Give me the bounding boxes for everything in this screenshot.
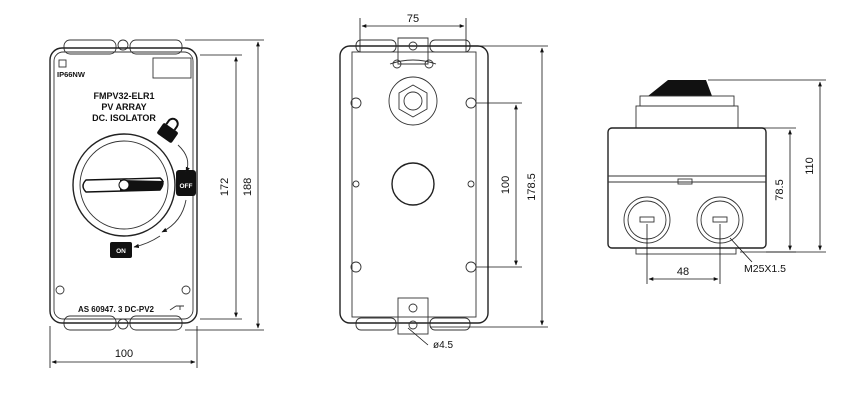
side-latch [677,178,693,185]
dim-100-text: 100 [500,176,512,194]
mount-hole-br [465,261,477,273]
dim-188-text: 188 [242,178,254,196]
top-mount-screw-left [392,59,402,69]
mount-hole-tr [465,97,477,109]
bottom-screw [117,318,129,330]
top-gland-left [63,39,117,55]
side-dot-right [467,180,475,188]
switch-inner-ring [79,140,169,230]
side-switch-collar [635,105,739,129]
front-view: IP66NW FMPV32-ELR1 PV ARRAY DC. ISOLATOR… [49,39,264,368]
side-dot-left [352,180,360,188]
switch-outer-ring [72,133,176,237]
off-arrow-icon [177,144,190,173]
mount-hole-tl [350,97,362,109]
switch-hub [118,179,130,191]
label-window [152,57,192,79]
vent-center [403,91,423,111]
off-label: OFF [180,183,193,190]
dim-75-text: 75 [407,13,419,25]
top-mount-screw-right [424,59,434,69]
on-label: ON [116,248,126,255]
front-enclosure [49,47,198,324]
mount-hole-bl [350,261,362,273]
ip-icon [58,59,67,68]
bottom-mount-screw [408,303,418,313]
dim-110-text: 110 [804,157,816,175]
dim-172-text: 172 [219,178,231,196]
dim-48-text: 48 [677,266,689,278]
side-handle-base [639,95,735,107]
lock-icon [157,117,179,143]
center-knockout [391,162,435,206]
standard-text: AS 60947. 3 DC-PV2 [78,305,155,314]
top-mount-arc [389,59,437,65]
corner-bump-right [181,285,191,295]
top-gland-right [129,39,183,55]
hole-leader-line [407,327,429,346]
dim-78-text: 78.5 [774,179,786,200]
hole-diameter-text: ø4.5 [433,340,453,351]
back-enclosure [339,45,489,324]
top-mount-hole [408,41,418,51]
model-text: FMPV32-ELR1 [93,91,154,101]
on-arrow-icon [161,199,187,233]
back-bottom-gland-left [355,317,397,331]
dc-isolator-text: DC. ISOLATOR [92,113,156,123]
gland-left-slot [639,216,655,223]
gland-right-slot [712,216,728,223]
vent-outer-ring [388,76,438,126]
ip-rating-text: IP66NW [57,70,86,79]
on-arrow-2-icon [133,235,161,249]
back-bottom-gland-right [429,317,471,331]
pv-array-text: PV ARRAY [101,102,146,112]
back-inner-panel [351,51,477,318]
switch-pointer [120,180,164,191]
gland-leader-line [729,237,753,263]
corner-bump-left [55,285,65,295]
side-handle [648,80,712,96]
side-view: 48 M25X1.5 78.5 110 [607,79,826,284]
switch-symbol-icon [169,305,184,311]
on-indicator [110,242,132,258]
off-indicator [176,170,196,196]
top-mount-tab [397,37,429,65]
dim-width-text: 100 [115,348,133,360]
bottom-mount-tab [397,297,429,335]
side-base-lip [635,247,737,255]
side-body [607,127,767,249]
dim-178-text: 178.5 [526,173,538,201]
vent-hexagon [398,84,428,118]
bottom-mount-hole [408,320,418,330]
back-view: 75 ø4.5 [339,13,548,351]
top-screw [117,39,129,51]
gland-size-text: M25X1.5 [744,263,786,275]
